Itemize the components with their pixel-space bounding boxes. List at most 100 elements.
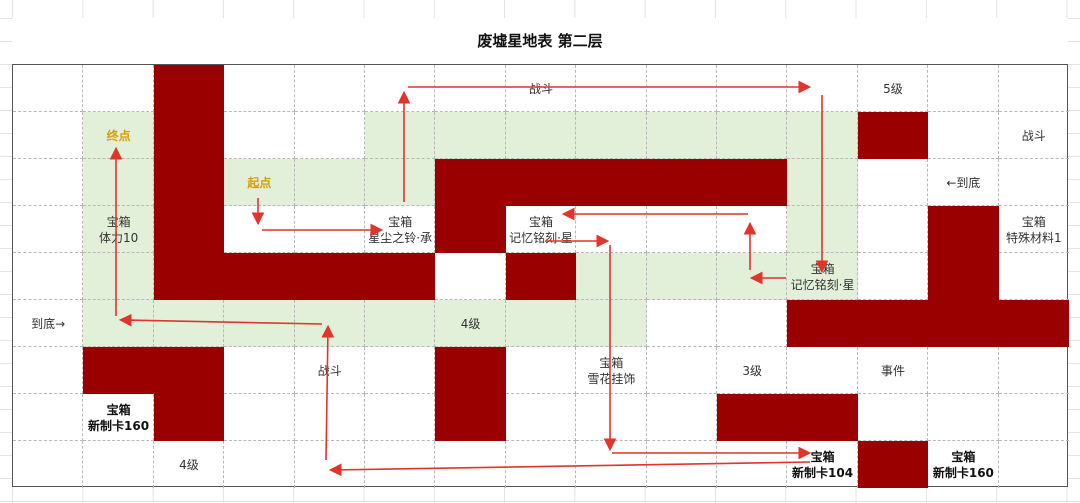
map-cell	[224, 347, 295, 394]
wall-cell	[365, 253, 436, 300]
wall-cell	[435, 347, 506, 394]
wall-cell	[153, 112, 225, 159]
wall-cell	[294, 253, 365, 300]
path-cell	[505, 112, 577, 159]
cell-label-chest-card160-left: 宝箱新制卡160	[83, 402, 153, 434]
map-cell	[365, 65, 436, 112]
map-cell	[224, 112, 295, 159]
path-cell	[294, 159, 365, 206]
wall-cell	[928, 253, 999, 300]
cell-label-line: 记忆铭刻·星	[790, 277, 855, 292]
cell-label-line: 终点	[106, 128, 131, 143]
cell-label-line: 雪花挂饰	[587, 371, 636, 386]
map-cell	[999, 441, 1069, 488]
cell-label-level3: 3级	[717, 363, 787, 379]
map-cell	[505, 394, 577, 441]
wall-cell	[787, 394, 858, 441]
map-cell	[224, 206, 295, 253]
map-cell	[506, 441, 577, 488]
map-cell	[365, 206, 436, 253]
map-cell	[365, 347, 436, 394]
cell-label-level4-mid: 4级	[435, 316, 505, 332]
map-cell	[998, 159, 1069, 206]
path-cell	[646, 112, 717, 159]
wall-cell	[576, 159, 647, 206]
title-band	[12, 18, 1068, 65]
map-cell	[857, 253, 929, 300]
cell-label-line: 记忆铭刻·星	[509, 230, 573, 245]
map-cell	[294, 65, 365, 112]
map-cell	[576, 441, 647, 488]
path-cell	[83, 253, 154, 300]
map-cell	[717, 65, 788, 112]
cell-label-line: 5级	[883, 81, 903, 96]
path-cell	[787, 159, 858, 206]
map-cell	[294, 347, 365, 394]
cell-label-chest-stamina: 宝箱体力10	[83, 214, 153, 246]
cell-label-line: 特殊材料1	[1005, 230, 1062, 245]
map-cell	[295, 441, 365, 488]
cell-label-line: 起点	[247, 175, 272, 190]
map-cell	[646, 300, 717, 347]
cell-label-line: 宝箱	[951, 449, 976, 464]
map-cell	[998, 112, 1069, 159]
map-cell	[294, 206, 365, 253]
cell-label-fight-top: 战斗	[506, 81, 576, 97]
map-cell	[13, 394, 84, 441]
map-cell	[505, 206, 577, 253]
cell-label-chest-card104: 宝箱新制卡104	[787, 449, 857, 481]
wall-cell	[998, 300, 1069, 347]
path-cell	[717, 112, 788, 159]
map-cell	[928, 112, 999, 159]
path-cell	[787, 206, 858, 253]
wall-cell	[153, 65, 225, 112]
path-cell	[83, 206, 154, 253]
path-cell	[224, 300, 295, 347]
path-cell	[576, 112, 647, 159]
cell-label-start-point: 起点	[224, 175, 294, 191]
map-cell	[857, 65, 929, 112]
wall-cell	[928, 300, 999, 347]
wall-cell	[857, 112, 929, 159]
map-cell	[717, 347, 788, 394]
map-cell	[224, 65, 295, 112]
map-cell	[576, 65, 647, 112]
map-cell	[13, 112, 84, 159]
cell-label-fight-right: 战斗	[999, 128, 1069, 144]
cell-label-line: 宝箱	[106, 402, 131, 417]
map-cell	[928, 394, 999, 441]
wall-cell	[153, 159, 225, 206]
cell-label-chest-memory-star-b: 宝箱记忆铭刻·星	[787, 261, 857, 293]
cell-label-line: 新制卡104	[792, 465, 854, 480]
map-cell	[928, 159, 999, 206]
path-cell	[435, 112, 506, 159]
cell-label-line: 4级	[179, 457, 199, 472]
path-cell	[365, 112, 436, 159]
cell-label-line: 宝箱	[528, 214, 553, 229]
map-cell	[787, 65, 858, 112]
map-cell	[646, 347, 717, 394]
cell-label-chest-snowflake: 宝箱雪花挂饰	[576, 355, 646, 387]
cell-label-line: 宝箱	[106, 214, 131, 229]
path-cell	[787, 253, 858, 300]
map-cell	[435, 253, 506, 300]
map-cell	[294, 112, 365, 159]
wall-cell	[153, 253, 225, 300]
wall-cell	[224, 253, 295, 300]
map-cell	[787, 347, 858, 394]
map-cell	[857, 206, 929, 253]
map-cell	[928, 441, 999, 488]
map-cell	[83, 441, 154, 488]
wall-cell	[153, 347, 225, 394]
path-cell	[365, 300, 436, 347]
wall-cell	[153, 394, 225, 441]
map-cell	[13, 65, 84, 112]
map-cell	[13, 441, 84, 488]
path-cell	[83, 159, 154, 206]
wall-cell	[857, 300, 929, 347]
cell-label-to-bottom-right: ←到底	[928, 175, 998, 191]
path-cell	[153, 300, 225, 347]
cell-label-fight-mid: 战斗	[295, 363, 365, 379]
cell-label-end-point: 终点	[83, 128, 153, 144]
